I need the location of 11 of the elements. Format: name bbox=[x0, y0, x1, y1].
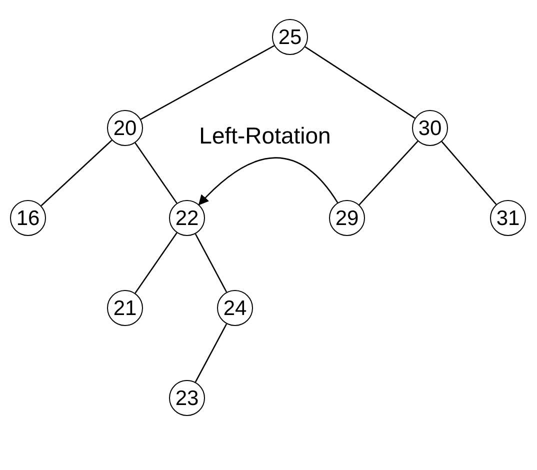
tree-edge bbox=[194, 234, 228, 292]
tree-edge bbox=[134, 232, 178, 294]
tree-edge bbox=[134, 142, 178, 204]
tree-edge bbox=[304, 46, 416, 119]
tree-edge bbox=[40, 140, 112, 206]
tree-edge bbox=[441, 141, 497, 205]
tree-edge bbox=[140, 45, 275, 120]
edge-label: Left-Rotation bbox=[199, 124, 331, 148]
tree-edge bbox=[358, 140, 418, 206]
curved-arrow bbox=[198, 157, 338, 206]
tree-edge bbox=[194, 324, 228, 382]
